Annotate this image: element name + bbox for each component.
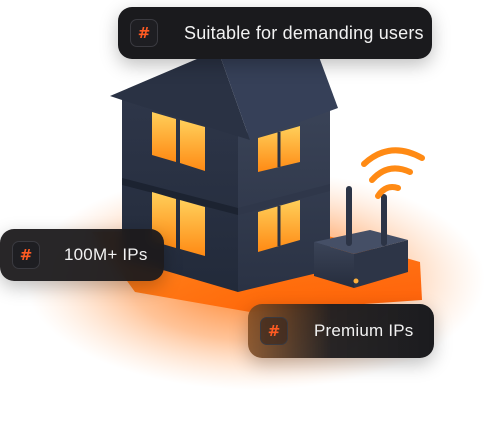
hash-icon: # [12, 241, 40, 269]
feature-chip-premium-ips: # Premium IPs [248, 304, 434, 358]
router-antenna-left [346, 186, 352, 246]
router-side [354, 240, 408, 288]
window-front-lower-right [180, 200, 205, 256]
roof-front [110, 50, 250, 140]
house-floor-band [122, 178, 238, 215]
router-antenna-right [381, 194, 387, 246]
window-front-upper-right [180, 120, 205, 171]
router-led [353, 278, 359, 284]
feature-chip-demanding-users: # Suitable for demanding users [118, 7, 432, 59]
wifi-icon [361, 147, 425, 199]
house-floor-band-side [238, 184, 330, 215]
roof-side [218, 38, 338, 140]
feature-chip-ip-count: # 100M+ IPs [0, 229, 164, 281]
chip-label: Suitable for demanding users [184, 22, 424, 43]
hash-icon: # [260, 317, 288, 345]
router-front [314, 242, 354, 288]
chip-label: 100M+ IPs [64, 245, 148, 264]
window-front-upper-left [152, 112, 176, 162]
chip-label: Premium IPs [314, 321, 414, 340]
hash-icon: # [130, 19, 158, 47]
